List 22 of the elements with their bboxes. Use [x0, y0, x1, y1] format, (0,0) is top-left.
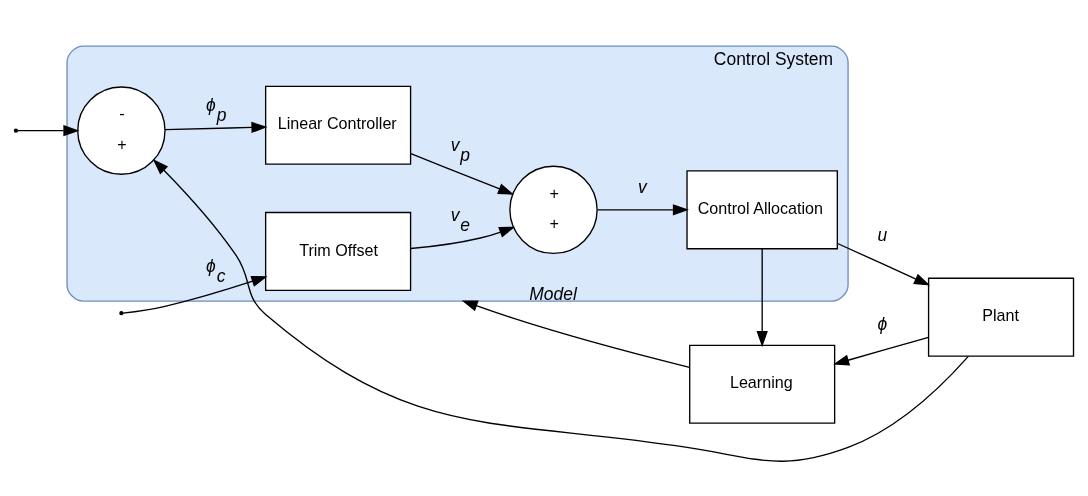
node-box: Control Allocation	[686, 169, 838, 249]
arrow	[836, 242, 931, 286]
edge-label: ϕ	[877, 313, 888, 334]
arrow	[756, 247, 768, 347]
node-circle: - +	[77, 85, 166, 175]
arrow	[410, 226, 516, 249]
node-box: Trim Offset	[264, 211, 412, 291]
edge-label: u	[877, 224, 888, 245]
arrow	[410, 152, 515, 195]
node-box: Plant	[927, 277, 1075, 357]
arrow	[122, 275, 268, 314]
edge-label: Model	[529, 283, 577, 304]
edge-label: v	[638, 176, 647, 197]
node-circle: + +	[509, 165, 598, 254]
arrow	[596, 203, 689, 215]
arrow	[16, 124, 80, 136]
arrow	[461, 299, 691, 368]
node-box: Learning	[689, 344, 836, 424]
arrow	[152, 158, 969, 462]
arrow	[833, 336, 930, 366]
node-box: Linear Controller	[264, 85, 412, 165]
arrow	[164, 121, 268, 133]
